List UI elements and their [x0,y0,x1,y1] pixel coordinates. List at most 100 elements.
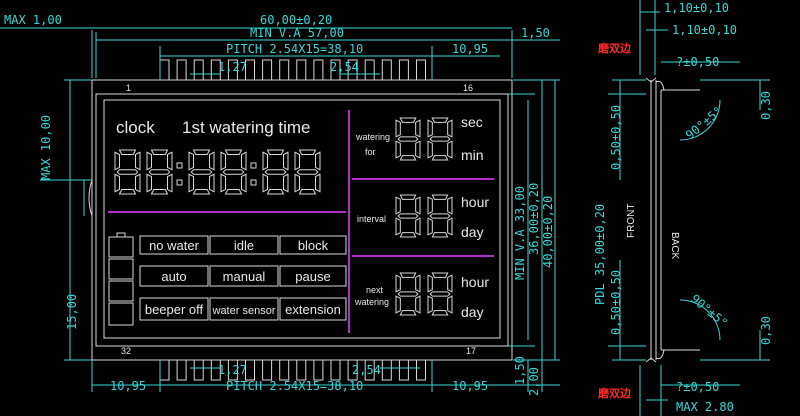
status-label-box [279,235,347,255]
dim-min-va: MIN V.A 57,00 [250,26,344,40]
digit-segment [209,151,215,171]
digit-segment [431,310,449,316]
pin-top [381,59,392,81]
digit-segment [395,140,401,159]
unit-hour-1: hour [461,194,489,210]
dim-254-top: 2,54 [330,60,359,74]
side-dim-050-a: 0,50±0,50 [609,105,623,170]
side-dim-pdl: PDL 35,00±0,20 [593,204,607,305]
pin-bottom [159,359,170,381]
dim-h-3600: 36,00±0,20 [527,183,541,255]
digit-segment [262,151,268,171]
side-front-label: FRONT [626,204,637,238]
status-label-box [279,265,347,287]
digit-segment [146,151,152,171]
pin-32-label: 32 [121,346,131,356]
dim-right-bottom-150: 1,50 [513,356,527,385]
pin-bottom [210,359,221,381]
side-dim-110-b: 1,10±0,10 [672,23,737,37]
pins-top [159,59,426,81]
digit-segment [118,189,137,195]
digit-segment [283,173,289,193]
dim-127-bottom: 1,27 [218,363,247,377]
pins-bottom [159,359,426,381]
colon-dot [176,179,183,186]
dim-pitch-top: PITCH 2.54X15=38,10 [226,42,363,56]
dim-pitch-bottom: PITCH 2.54X15=38,10 [226,379,363,393]
side-dim-q050-top: ?±0,50 [676,55,719,69]
pin-top [279,59,290,81]
side-dim-angle-top: 90°±5° [683,104,725,143]
pin-bottom [416,359,426,381]
digit-segment [429,291,451,297]
digit-segment [395,295,401,314]
pin-bottom [398,359,409,381]
digit-segment [415,274,421,293]
digit-segment [241,173,247,193]
pin-bottom [347,359,358,381]
digit-segment [135,151,141,171]
pin-top [313,59,324,81]
digit-segment [209,173,215,193]
digit-segment [150,149,169,155]
next-watering-line2: watering [354,297,389,307]
clock-label: clock [116,118,155,137]
digit-segment [150,189,169,195]
digit-segment [224,149,243,155]
unit-day-2: day [461,304,484,320]
battery-level-icon [108,232,134,326]
side-view-profile [645,77,700,363]
dim-254-bottom: 2,54 [352,363,381,377]
digit-segment [427,274,433,293]
dimension-lines [0,27,560,392]
colon-dot [250,179,257,186]
status-label-text: pause [295,269,330,284]
digit-segment [220,173,226,193]
digit-segment [395,196,401,215]
side-dimension-lines [608,0,770,416]
pin-bottom [262,359,273,381]
digit-segment [395,119,401,138]
digit-segment [192,189,211,195]
dim-min-va-33: MIN V.A 33,00 [513,186,527,280]
pin-bottom [245,359,255,381]
digit-segment [188,173,194,193]
digit-segment [135,173,141,193]
digit-segment [447,196,453,215]
status-label-text: block [298,238,329,253]
next-watering-line1: next [366,285,384,295]
digit-segment [188,151,194,171]
pin-top [210,59,221,81]
digit-segment [399,310,417,316]
pin-17-label: 17 [466,346,476,356]
pin-top [262,59,273,81]
dim-right-bottom-200: 2,00 [527,367,541,396]
side-dim-angle-bottom: 90°±5° [688,292,730,331]
status-label-text: water sensor [212,305,276,317]
dim-max-10: MAX 10,00 [39,115,53,180]
pin-16-label: 16 [463,83,473,93]
digit-segment [431,117,449,123]
digit-segment [315,173,321,193]
digit-segment [146,173,152,193]
digit-segment [167,151,173,171]
digit-segment [298,189,317,195]
digit-segment [399,155,417,161]
active-area-outline [103,99,501,339]
digit-segment [397,136,419,142]
pin-bottom [193,359,204,381]
digit-segment [415,140,421,159]
status-label-box [139,235,209,255]
digit-segment [431,155,449,161]
pin-top [245,59,255,81]
status-label-text: auto [161,269,186,284]
digit-segment [429,213,451,219]
pin-top [330,59,341,81]
pin-top [296,59,307,81]
digit-segment [315,151,321,171]
digit-segment [429,136,451,142]
dim-left-15: 15,00 [65,294,79,330]
pin-bottom [227,359,238,381]
pin-bottom [330,359,341,381]
